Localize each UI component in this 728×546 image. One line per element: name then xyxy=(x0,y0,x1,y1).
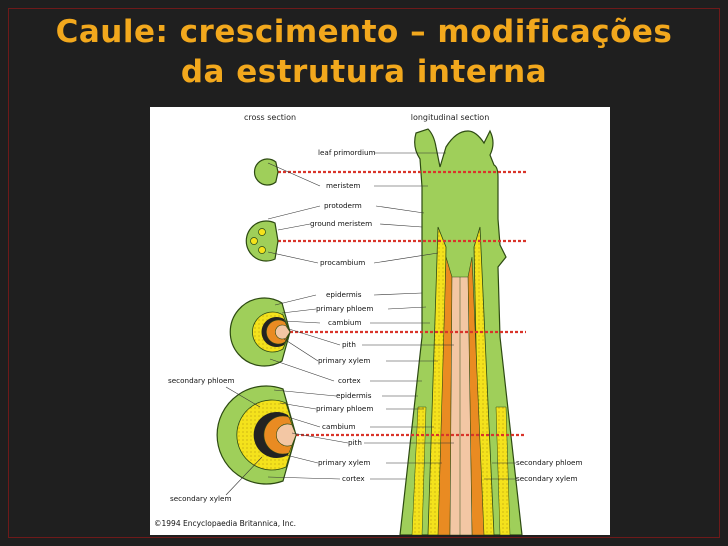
label-cambium-2: cambium xyxy=(322,422,355,431)
label-secondary-xylem-right: secondary xylem xyxy=(516,474,577,483)
label-primary-xylem-2: primary xylem xyxy=(318,458,370,467)
leader-lines xyxy=(225,152,516,496)
label-ground-meristem: ground meristem xyxy=(310,219,372,228)
slide-frame xyxy=(8,8,720,538)
label-primary-xylem-1: primary xylem xyxy=(318,356,370,365)
longitudinal-stem xyxy=(399,128,523,536)
label-primary-phloem-2: primary phloem xyxy=(316,404,373,413)
header-cross-section: cross section xyxy=(244,113,296,122)
title-line-1: Caule: crescimento – modificações xyxy=(55,14,673,50)
copyright-text: ©1994 Encyclopaedia Britannica, Inc. xyxy=(154,519,296,528)
cross-section-primary-growth xyxy=(229,297,291,367)
label-procambium: procambium xyxy=(320,258,365,267)
label-cortex-1: cortex xyxy=(338,376,361,385)
label-leaf-primordium: leaf primordium xyxy=(318,148,376,157)
slide-title: Caule: crescimento – modificações da est… xyxy=(0,12,728,92)
section-lines xyxy=(278,170,526,437)
label-pith-1: pith xyxy=(342,340,356,349)
cross-section-secondary-growth xyxy=(216,385,297,485)
label-epidermis-2: epidermis xyxy=(336,391,372,400)
label-primary-phloem-1: primary phloem xyxy=(316,304,373,313)
label-meristem: meristem xyxy=(326,181,360,190)
cross-section-meristem xyxy=(253,158,279,186)
stem-diagram: cross section longitudinal section xyxy=(154,113,582,536)
label-cambium-1: cambium xyxy=(328,318,361,327)
title-line-2: da estrutura interna xyxy=(180,54,548,90)
cross-section-primary-meristems xyxy=(245,220,279,262)
stem-diagram-figure: cross section longitudinal section xyxy=(150,107,610,536)
diagram-labels: leaf primordium meristem protoderm groun… xyxy=(168,148,582,503)
label-secondary-phloem-left: secondary phloem xyxy=(168,376,234,385)
label-protoderm: protoderm xyxy=(324,201,362,210)
label-pith-2: pith xyxy=(348,438,362,447)
label-cortex-2: cortex xyxy=(342,474,365,483)
header-longitudinal-section: longitudinal section xyxy=(411,113,490,122)
label-epidermis-1: epidermis xyxy=(326,290,362,299)
label-secondary-xylem-left: secondary xylem xyxy=(170,494,231,503)
label-secondary-phloem-right: secondary phloem xyxy=(516,458,582,467)
